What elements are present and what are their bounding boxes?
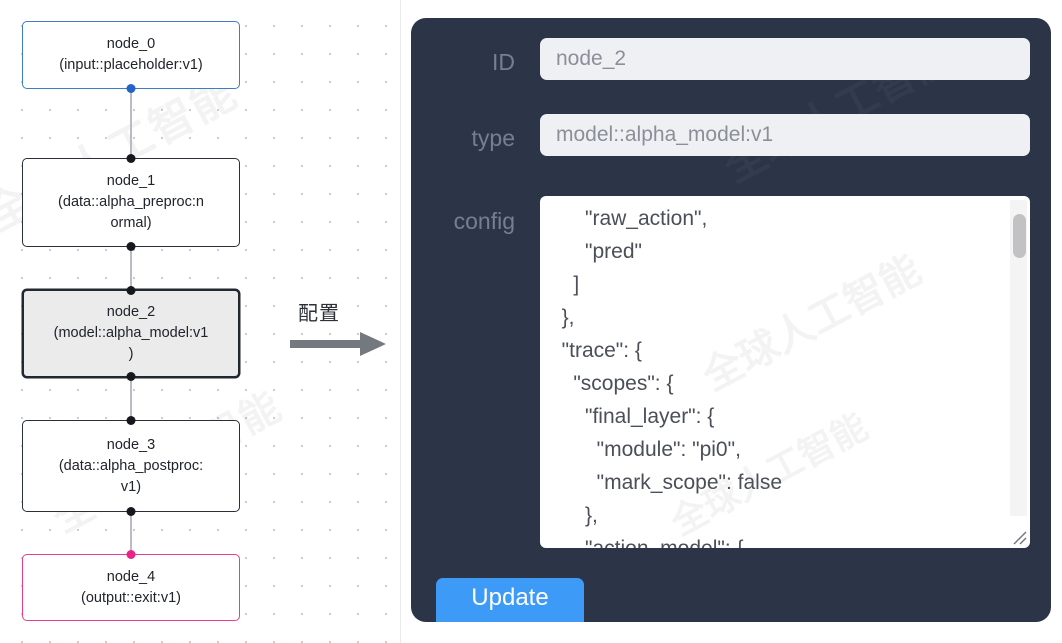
right-arrow-icon xyxy=(290,332,386,356)
id-input[interactable] xyxy=(540,38,1030,80)
graph-node-label: node_4 (output::exit:v1) xyxy=(81,568,181,606)
config-textarea-wrapper: "raw_action", "pred" ] }, "trace": { "sc… xyxy=(540,196,1030,548)
graph-node-label: node_2 (model::alpha_model:v1 ) xyxy=(53,304,209,362)
node-handle-top-icon[interactable] xyxy=(126,416,136,425)
graph-node-node_4[interactable]: node_4 (output::exit:v1) xyxy=(22,550,240,621)
config-field-label: config xyxy=(453,208,515,234)
edge-node2-node3 xyxy=(130,375,132,420)
config-scrollbar[interactable] xyxy=(1010,200,1027,516)
arrow-label: 配置 xyxy=(298,301,340,325)
node-handle-bottom-icon[interactable] xyxy=(126,507,136,516)
node-handle-top-icon[interactable] xyxy=(126,154,136,163)
edge-node0-node1 xyxy=(130,88,132,158)
field-row-config: config "raw_action", "pred" ] }, "trace"… xyxy=(411,196,1031,548)
pipeline-graph-canvas[interactable]: 全球人工智能 全球人工智能 node_0 (input::placeholder… xyxy=(0,0,401,643)
config-scrollbar-thumb[interactable] xyxy=(1013,214,1026,258)
graph-node-node_3[interactable]: node_3 (data::alpha_postproc: v1) xyxy=(22,416,240,516)
node-handle-bottom-icon[interactable] xyxy=(126,84,136,93)
edge-node1-node2 xyxy=(130,245,132,293)
edge-node3-node4 xyxy=(130,512,132,554)
node-handle-top-icon[interactable] xyxy=(126,286,136,295)
config-annotation-arrow: 配置 xyxy=(290,297,395,359)
field-row-type: type xyxy=(411,114,1031,156)
graph-node-label: node_0 (input::placeholder:v1) xyxy=(59,36,203,73)
config-textarea[interactable]: "raw_action", "pred" ] }, "trace": { "sc… xyxy=(540,196,1030,548)
type-input[interactable] xyxy=(540,114,1030,156)
graph-node-node_1[interactable]: node_1 (data::alpha_preproc:n ormal) xyxy=(22,154,240,251)
graph-node-node_2[interactable]: node_2 (model::alpha_model:v1 ) xyxy=(22,286,240,381)
node-handle-bottom-icon[interactable] xyxy=(126,372,136,381)
graph-node-node_0[interactable]: node_0 (input::placeholder:v1) xyxy=(22,21,240,93)
update-button[interactable]: Update xyxy=(436,578,584,622)
node-handle-bottom-icon[interactable] xyxy=(126,242,136,251)
id-field-label: ID xyxy=(492,49,515,75)
field-row-id: ID xyxy=(411,38,1031,80)
type-field-label: type xyxy=(471,125,515,151)
graph-node-label: node_3 (data::alpha_postproc: v1) xyxy=(58,436,204,495)
graph-node-label: node_1 (data::alpha_preproc:n ormal) xyxy=(58,173,204,231)
node-config-panel: 全球人工智能 ID type config "raw_action", "pre… xyxy=(411,18,1051,622)
node-handle-top-icon[interactable] xyxy=(126,550,136,559)
